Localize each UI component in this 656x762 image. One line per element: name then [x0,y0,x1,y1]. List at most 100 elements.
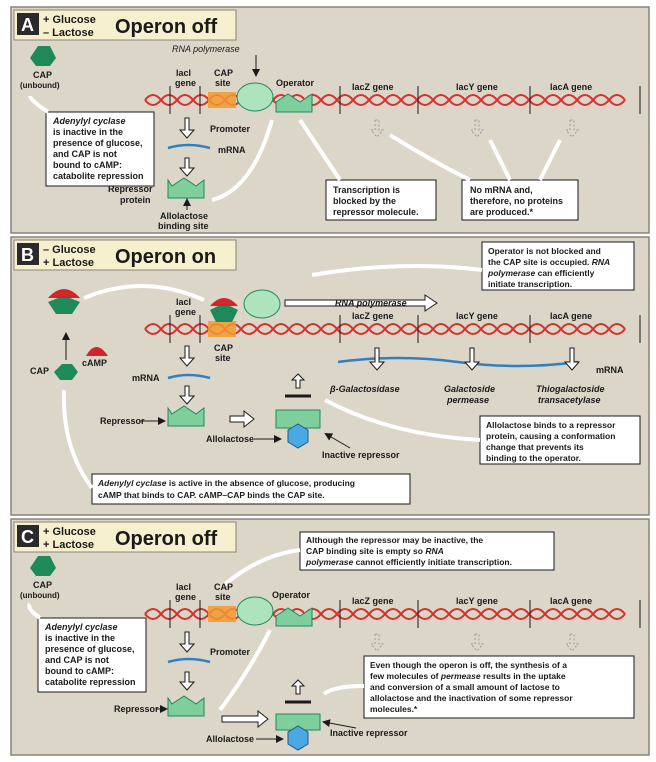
lacz-label-c: lacZ gene [352,596,394,606]
camp-on-cap-top [48,289,80,298]
allolactose-label-b: Allolactose [206,434,254,444]
panel-b-condition-2: + Lactose [43,257,94,269]
box-perm-line-5: molecules.* [370,704,418,714]
allolactose-site-label-1: Allolactose [160,211,208,221]
panel-a-letter-box [17,13,39,35]
inactive-repressor-label-c: Inactive repressor [330,728,408,738]
no-mrna-box [461,179,579,221]
box-cap-line-6: catabolite repression [53,171,144,181]
box-cap-line-2: is inactive in the [53,127,123,137]
promoter-label: Promoter [210,124,251,134]
panel-a: A + Glucose – Lactose Operon off CAP (un… [10,6,650,234]
repressor-on-operator-c [275,607,313,627]
transacetylase-label-1: Thiogalactoside [536,384,605,394]
repressor-label-b: Repressor [100,416,145,426]
box-top-line-1: Operator is not blocked and [488,246,601,256]
mrna-label-right: mRNA [596,365,624,375]
lacz-label: lacZ gene [352,82,394,92]
operator-unblocked-box [481,241,635,291]
repressor-label-c: Repressor [114,704,159,714]
panel-a-title-box [13,9,237,41]
box-cap-c-line-4: and CAP is not [45,655,109,665]
box-cap-c-line-5: bound to cAMP: [45,666,114,676]
rna-polymerase-b [243,289,281,319]
adenylyl-cyclase-active-box [91,473,411,505]
panel-a-condition-1: + Glucose [43,14,96,26]
box-cap-line-3: presence of glucose, [53,138,143,148]
panel-a-letter: A [21,15,34,35]
box-cap-c-line-6: catabolite repression [45,677,136,687]
catabolite-repression-box-c [37,617,147,693]
cap-site-label-1: CAP [214,68,233,78]
rna-polymerase-label-b: RNA polymerase [335,298,407,308]
box-cap-line-4: and CAP is not [53,149,117,159]
permease-uptake-box [363,655,635,719]
box-allo-line-1: Allolactose binds to a repressor [486,420,616,430]
cap-protein-shape [30,46,56,66]
box-cap-c-line-3: presence of glucose, [45,644,135,654]
box-block-line-2: blocked by the [333,196,396,206]
cap-state-c: (unbound) [20,591,60,600]
cap-site-region-c [208,606,236,622]
rna-polymerase [236,82,274,112]
cap-label-c: CAP [33,580,52,590]
panel-c-condition-1: + Glucose [43,526,96,538]
cap-site-label-c2: site [215,592,231,602]
box-allo-line-3: change that prevents its [486,442,584,452]
panel-c-title-box [13,521,237,553]
laca-label: lacA gene [550,82,592,92]
box-perm-line-2: few molecules of permease results in the… [370,671,566,681]
allolactose-molecule-c [287,725,309,751]
box-nomrna-line-1: No mRNA and, [470,185,533,195]
mrna-strand-c [167,657,211,664]
panel-c: C + Glucose + Lactose Operon off Althoug… [10,518,650,756]
cap-on-site [210,306,238,322]
panel-b-condition-1: – Glucose [43,244,96,256]
camp-molecule [86,347,108,356]
box-cap-c-line-1: Adenylyl cyclase [44,622,118,632]
laci-gene-label-2: gene [175,78,196,88]
allolactose-site-label-2: binding site [158,221,209,231]
inactive-repressor-label-b: Inactive repressor [322,450,400,460]
cap-protein-shape-b [54,364,78,380]
lacy-label: lacY gene [456,82,498,92]
rna-polymerase-c [236,596,274,626]
box-nomrna-line-3: are produced.* [470,207,534,217]
catabolite-repression-box [45,111,155,187]
box-top-c-line-2: CAP binding site is empty so RNA [306,546,444,556]
transcription-blocked-box [325,179,437,221]
laca-label-b: lacA gene [550,311,592,321]
box-ac-line-1: Adenylyl cyclase is active in the absenc… [97,478,355,488]
repressor-on-operator [275,93,313,113]
cap-site-label-2: site [215,78,231,88]
panel-c-title: Operon off [115,528,218,550]
laci-gene-label-b1: lacI [176,297,191,307]
box-block-line-3: repressor molecule. [333,207,419,217]
panel-b: B – Glucose + Lactose Operon on Operator… [10,236,650,516]
mrna-strand [167,143,211,150]
lacz-label-b: lacZ gene [352,311,394,321]
panel-c-letter-box [17,525,39,547]
permease-label-2: permease [446,395,489,405]
box-allo-line-4: binding to the operator. [486,453,581,463]
camp-cap-on-site [210,298,238,306]
panel-b-letter-box [17,243,39,265]
panel-c-condition-2: + Lactose [43,539,94,551]
panel-b-title-box [13,239,237,271]
allolactose-label-c: Allolactose [206,734,254,744]
box-ac-line-2: cAMP that binds to CAP. cAMP–CAP binds t… [98,490,325,500]
cap-label-b: CAP [30,366,49,376]
laca-label-c: lacA gene [550,596,592,606]
cap-protein-shape-c [30,556,56,576]
box-perm-line-4: allolactose and the inactivation of some… [370,693,573,703]
mrna-long [337,356,579,368]
box-top-line-2: the CAP site is occupied. RNA [488,257,610,267]
box-top-c-line-3: polymerase cannot efficiently initiate t… [305,557,512,567]
cap-site-label-c1: CAP [214,582,233,592]
mrna-label: mRNA [218,145,246,155]
repressor-protein-c [167,695,205,717]
cap-site-region-b [208,321,236,337]
rna-polymerase-label: RNA polymerase [172,44,240,54]
repressor-protein-label-1: Repressor [108,184,153,194]
cap-site-empty-box [299,531,555,571]
